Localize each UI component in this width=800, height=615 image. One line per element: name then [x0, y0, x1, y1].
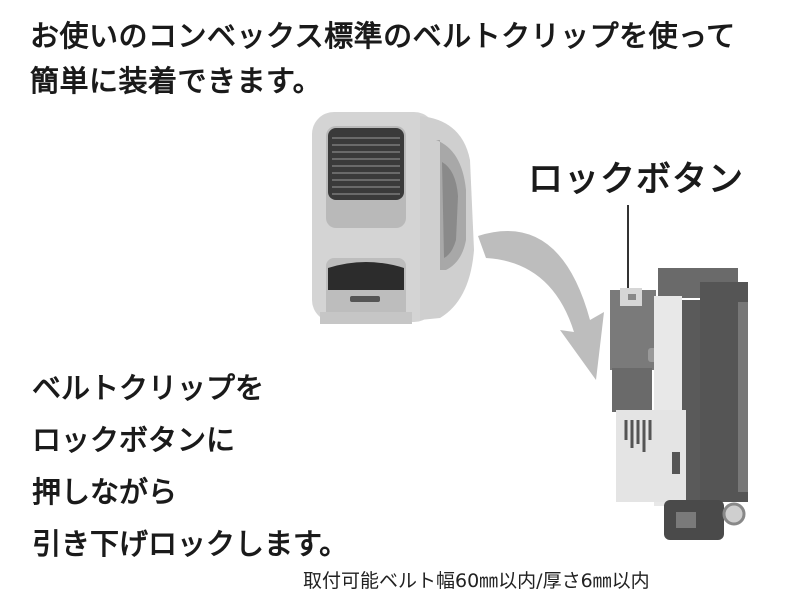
step-line-2: ロックボタンに [32, 423, 236, 457]
curved-arrow-icon [478, 231, 604, 380]
step-line-3: 押しながら [32, 475, 178, 509]
headline: お使いのコンベックス標準のベルトクリップを使って 簡単に装着できます。 [30, 14, 780, 104]
tape-measure-icon [312, 112, 474, 324]
step-line-1: ベルトクリップを [32, 371, 265, 405]
headline-line-2: 簡単に装着できます。 [30, 64, 323, 98]
lock-button-label: ロックボタン [528, 160, 745, 200]
spec-note: 取付可能ベルト幅60㎜以内/厚さ6㎜以内 [303, 570, 650, 592]
instruction-steps: ベルトクリップを ロックボタンに 押しながら 引き下げロックします。 [32, 362, 348, 570]
step-line-4: 引き下げロックします。 [32, 527, 349, 561]
headline-line-1: お使いのコンベックス標準のベルトクリップを使って [30, 19, 736, 53]
tape-holder-icon [610, 268, 748, 540]
